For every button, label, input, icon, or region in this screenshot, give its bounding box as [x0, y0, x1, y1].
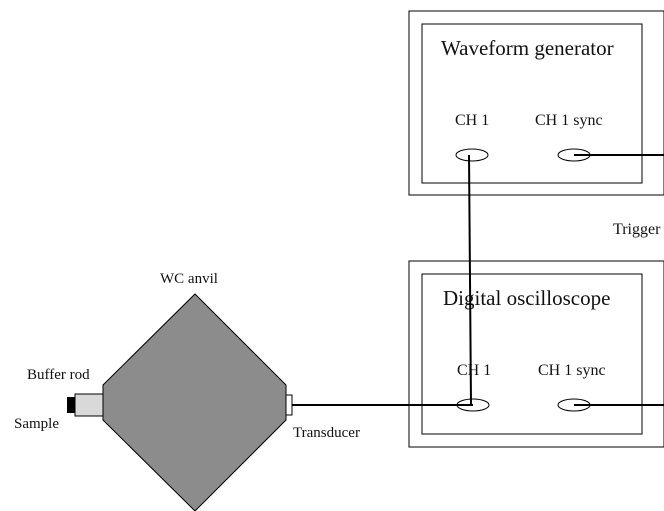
- sample: [67, 397, 75, 413]
- oscilloscope-ch1-label: CH 1: [457, 362, 491, 379]
- sample-label: Sample: [14, 416, 59, 432]
- waveform-generator-ch1-label: CH 1: [455, 112, 489, 129]
- waveform-generator-ch1-sync-label: CH 1 sync: [535, 112, 603, 129]
- waveform-generator-outer-frame: [408, 10, 664, 196]
- waveform-generator-title: Waveform generator: [441, 36, 614, 60]
- transducer: [285, 394, 293, 416]
- oscilloscope-inner-frame: [421, 273, 643, 435]
- waveform-generator: Waveform generator CH 1 CH 1 sync: [408, 10, 664, 196]
- wc-anvil: [102, 293, 287, 511]
- oscilloscope-title: Digital oscilloscope: [443, 286, 610, 310]
- waveform-generator-ch1-port[interactable]: [455, 148, 489, 162]
- buffer-rod-label: Buffer rod: [27, 367, 90, 383]
- waveform-generator-inner-frame: [421, 23, 643, 184]
- digital-oscilloscope: Digital oscilloscope CH 1 CH 1 sync: [408, 260, 664, 448]
- transducer-label: Transducer: [293, 425, 360, 441]
- ch1-interconnect-cable: [468, 154, 472, 406]
- oscilloscope-outer-frame: [408, 260, 664, 448]
- buffer-rod: [74, 393, 104, 417]
- anvil-assembly: [67, 293, 293, 511]
- oscilloscope-ch1-sync-label: CH 1 sync: [538, 362, 606, 379]
- trigger-label: Trigger: [613, 221, 661, 238]
- wc-anvil-label: WC anvil: [160, 271, 218, 287]
